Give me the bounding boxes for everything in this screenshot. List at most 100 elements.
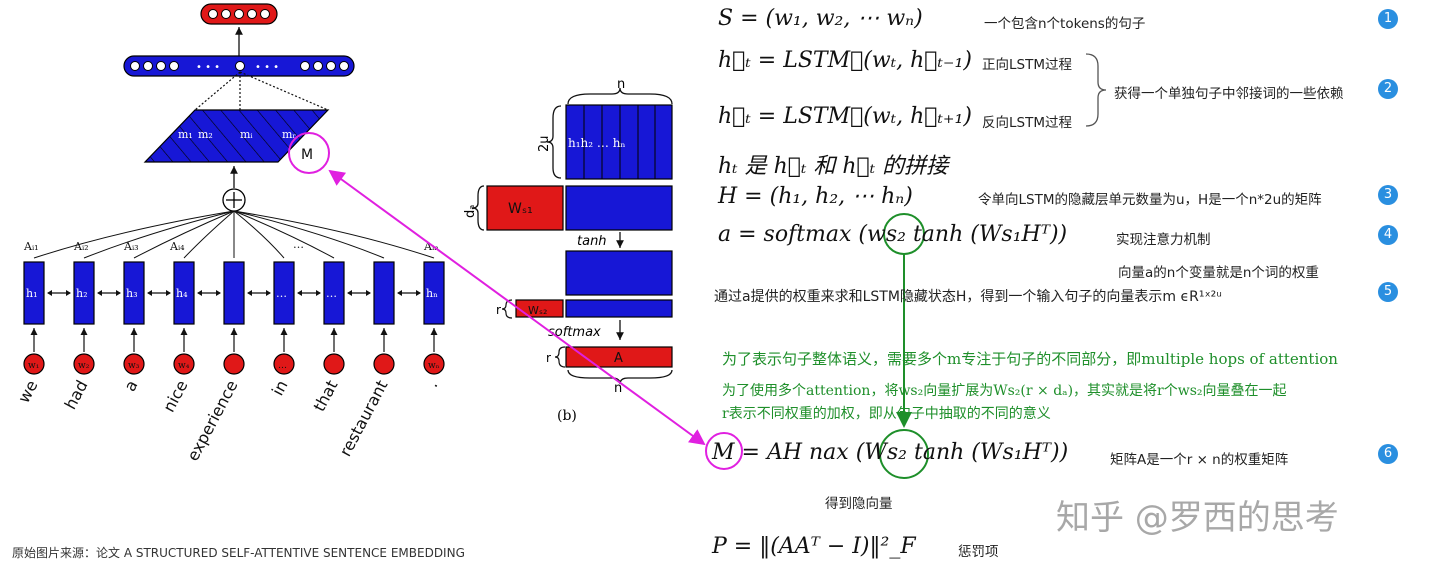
attention-connections: [33, 210, 435, 259]
input-word: that: [309, 377, 341, 415]
lstm-cell-label: h₄: [176, 287, 188, 300]
word-node-label: w₄: [178, 361, 190, 371]
lstm-cell-label: …: [276, 287, 287, 300]
lstm-cell: [73, 261, 95, 325]
note2-forward: 正向LSTM过程: [982, 57, 1072, 73]
tanh-output: [565, 250, 673, 296]
ws2-product: [565, 299, 673, 318]
note4b: 向量a的n个变量就是n个词的权重: [1118, 265, 1319, 281]
r-label-1: r: [496, 303, 501, 317]
eq6-embedding-M: M = AH nax (Ws₂ tanh (Ws₁Hᵀ)): [712, 440, 1069, 465]
attn-label-2: Aᵢ₂: [73, 240, 89, 253]
note2-dependency: 获得一个单独句子中邻接词的一些依赖: [1114, 86, 1344, 102]
word-embedding-node: [73, 353, 95, 375]
lstm-cell-label: hₙ: [426, 287, 438, 300]
h-matrix-labels: h₁h₂ … hₙ: [568, 136, 626, 150]
lstm-cell: [23, 261, 45, 325]
note7: 惩罚项: [958, 544, 999, 560]
A-label: A: [614, 351, 623, 366]
lstm-cell-label: h₁: [26, 287, 38, 300]
softmax-label: softmax: [548, 325, 601, 340]
step-badge-6: 6: [1378, 444, 1398, 464]
lstm-cell: [373, 261, 395, 325]
input-word: restaurant: [336, 377, 392, 460]
lstm-cell: [223, 261, 245, 325]
green-note-2: 为了使用多个attention，将ws₂向量扩展为Ws₂(r × dₐ)，其实就…: [722, 383, 1287, 399]
word-embedding-node: [373, 353, 395, 375]
eq1-sentence: S = (w₁, w₂, ⋯ wₙ): [718, 6, 923, 31]
output-layer-red-nodes: [208, 9, 270, 19]
hidden-layer-dots: • • •: [196, 62, 220, 73]
ws2-label: Wₛ₂: [528, 304, 547, 317]
svg-text:• • •: • • •: [255, 62, 279, 73]
eq4-attention: a = softmax (ws₂ tanh (Ws₁Hᵀ)): [718, 222, 1068, 247]
attn-label-6: …: [293, 238, 304, 251]
eq2-forward-lstm: h⃗ₜ = LSTM⃗(wₜ, h⃗ₜ₋₁): [718, 48, 972, 73]
attn-label-4: Aᵢ₄: [169, 240, 185, 253]
input-word: .: [422, 377, 441, 390]
step-badge-3: 3: [1378, 185, 1398, 205]
eq7-penalty: P = ‖(AAᵀ − I)‖²_F: [712, 534, 916, 559]
word-embedding-node: [23, 353, 45, 375]
matrix-label-m2: m₂: [198, 128, 213, 141]
note6: 矩阵A是一个r × n的权重矩阵: [1110, 452, 1289, 468]
r-label-2: r: [546, 351, 551, 365]
word-node-label: w₂: [78, 361, 90, 371]
figure-caption-b: (b): [557, 408, 577, 424]
matrix-label-mi: mᵢ: [240, 128, 253, 141]
line5-weighted-sum: 通过a提供的权重来求和LSTM隐藏状态H，得到一个输入句子的向量表示m ϵR¹ˣ…: [714, 289, 1222, 305]
word-embedding-node: [323, 353, 345, 375]
m-circle-label: M: [301, 147, 313, 163]
word-node-label: wₙ: [428, 361, 440, 371]
note4: 实现注意力机制: [1116, 232, 1211, 248]
word-node-label: w₃: [128, 361, 140, 371]
lstm-cell: [123, 261, 145, 325]
m-link-arrow: [328, 169, 706, 446]
ws1-H-product: [565, 185, 673, 231]
sentence-embedding-matrix: [143, 109, 330, 163]
input-word: nice: [159, 377, 191, 415]
bilstm-layer: h₁w₁weh₂w₂hadh₃w₃ah₄w₄niceexperience……in…: [14, 261, 445, 464]
ws1-label: Wₛ₁: [508, 201, 533, 217]
word-embedding-node: [173, 353, 195, 375]
lstm-cell: [273, 261, 295, 325]
note3: 令单向LSTM的隐藏层单元数量为u，H是一个n*2u的矩阵: [978, 192, 1322, 208]
source-note: 原始图片来源：论文 A STRUCTURED SELF-ATTENTIVE SE…: [12, 546, 465, 560]
lstm-cell-label: …: [326, 287, 337, 300]
note6b: 得到隐向量: [825, 496, 893, 512]
input-word: we: [14, 377, 42, 406]
input-word: in: [268, 377, 292, 399]
word-embedding-node: [273, 353, 295, 375]
eq2-backward-lstm: h⃖ₜ = LSTM⃖(wₜ, h⃖ₜ₊₁): [718, 104, 972, 129]
note1: 一个包含n个tokens的句子: [984, 16, 1146, 32]
tanh-label: tanh: [577, 234, 607, 249]
input-word: experience: [183, 377, 241, 464]
eq2-concat: hₜ 是 h⃖ₜ 和 h⃗ₜ 的拼接: [718, 154, 949, 179]
step-badge-1: 1: [1378, 9, 1398, 29]
word-embedding-node: [123, 353, 145, 375]
input-word: a: [120, 377, 141, 395]
word-node-label: w₁: [28, 361, 39, 371]
lstm-bracket: [1085, 53, 1107, 127]
attn-label-3: Aᵢ₃: [123, 240, 139, 253]
ws2-circle-eq6: [879, 429, 929, 479]
lstm-cell-label: h₃: [126, 287, 138, 300]
note2-backward: 反向LSTM过程: [982, 115, 1072, 131]
n-top-label: n: [617, 77, 625, 92]
input-word: had: [61, 377, 92, 413]
attn-label-1: Aᵢ₁: [23, 240, 39, 253]
step-badge-4: 4: [1378, 225, 1398, 245]
word-node-label: …: [278, 361, 287, 371]
watermark: 知乎 @罗西的思考: [1056, 498, 1339, 538]
attn-label-n: Aᵢₙ: [423, 240, 439, 253]
green-note-1: 为了表示句子整体语义，需要多个m专注于句子的不同部分，即multiple hop…: [722, 350, 1338, 368]
eq3-hidden-matrix: H = (h₁, h₂, ⋯ hₙ): [718, 184, 913, 209]
m-circle-highlight: [288, 132, 330, 174]
step-badge-5: 5: [1378, 282, 1398, 302]
two-u-label: 2u: [537, 135, 552, 152]
m-eq-circle: [705, 432, 743, 470]
step-badge-2: 2: [1378, 79, 1398, 99]
word-embedding-node: [223, 353, 245, 375]
lstm-cell: [173, 261, 195, 325]
